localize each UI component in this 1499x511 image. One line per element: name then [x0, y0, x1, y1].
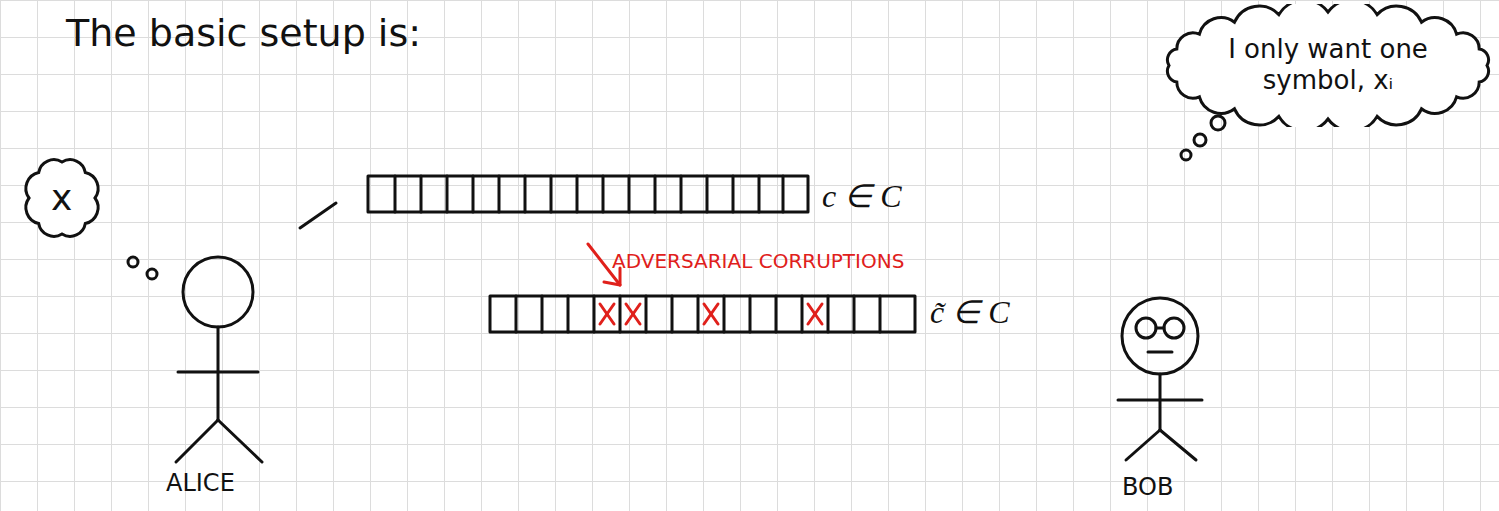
codeword-label: c ∈ C [822, 178, 902, 215]
thought-dot [1211, 116, 1225, 130]
thought-dot [1181, 150, 1191, 160]
leader-line [300, 203, 336, 228]
thought-text: I only want one symbol, xᵢ [1203, 34, 1453, 96]
alice-figure [176, 257, 262, 462]
thought-dot [147, 269, 157, 279]
corruption-mark [600, 304, 822, 324]
cloud-outline-path [1167, 4, 1488, 127]
codeword-bar [368, 176, 808, 212]
thought-text: x [51, 176, 72, 219]
corrupted-bar [490, 296, 915, 332]
figure-name: BOB [1122, 474, 1173, 502]
thought-cloud: x [21, 154, 103, 242]
bob-figure [1118, 298, 1202, 460]
thought-dot [1194, 134, 1206, 146]
received-word-label: c̃ ∈ C [930, 294, 1010, 331]
cloud-text-block: x [51, 176, 72, 219]
thought-cloud: I only want one symbol, xᵢ [1161, 4, 1495, 127]
figure-name: ALICE [166, 470, 235, 498]
cloud-outline-path [26, 160, 98, 237]
title: The basic setup is: [66, 12, 421, 56]
corruption-label: ADVERSARIAL CORRUPTIONS [612, 250, 904, 273]
thought-dot [128, 257, 138, 267]
cloud-text-block: I only want one symbol, xᵢ [1203, 34, 1453, 96]
